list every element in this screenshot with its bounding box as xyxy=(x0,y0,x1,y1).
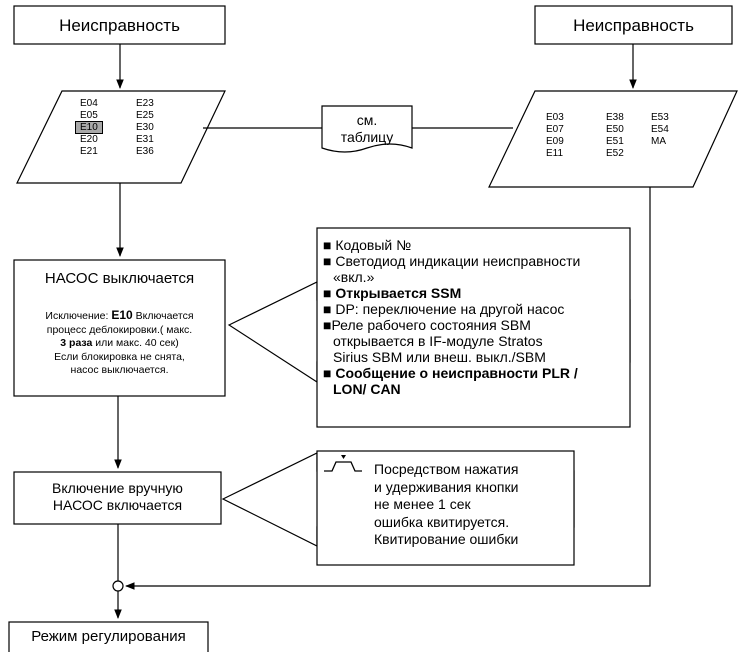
ack-text: Посредством нажатия и удерживания кнопки… xyxy=(374,461,519,547)
list-item: открывается в IF-модуле Stratos xyxy=(333,333,543,349)
codes-parallelogram-left xyxy=(16,90,226,184)
see-table-label: см. таблицу xyxy=(340,112,394,145)
pump-off-title: НАСОС выключается xyxy=(44,270,195,287)
code: MA xyxy=(651,136,666,147)
code: E04 xyxy=(80,98,98,109)
list-item: «вкл.» xyxy=(333,269,375,285)
junction-circle xyxy=(112,580,124,592)
code: E53 xyxy=(651,112,669,123)
code: E23 xyxy=(136,98,154,109)
list-item: ■ Кодовый № xyxy=(323,237,412,253)
control-mode-label: Режим регулирования xyxy=(31,628,186,645)
return-line-right xyxy=(125,187,651,590)
actions-list: ■ Кодовый № ■ Светодиод индикации неиспр… xyxy=(323,237,580,397)
left-codes: E04 E05 E10 E20 E21 E23 E25 E30 E31 E36 xyxy=(75,98,200,168)
right-codes: E03 E07 E09 E11 E38 E50 E51 E52 E53 E54 … xyxy=(546,112,706,172)
code: E20 xyxy=(80,134,98,145)
list-item: ■ Сообщение о неисправности PLR / xyxy=(323,365,578,381)
list-item: LON/ CAN xyxy=(333,381,401,397)
code: E05 xyxy=(80,110,98,121)
list-item: ■ DP: переключение на другой насос xyxy=(323,301,565,317)
manual-on-box xyxy=(13,471,222,525)
code: E51 xyxy=(606,136,624,147)
control-mode-box xyxy=(8,621,209,652)
fault-right-label: Неисправность xyxy=(573,16,694,35)
pump-off-exception: Исключение: E10 Включается процесс дебло… xyxy=(45,308,194,376)
ack-box xyxy=(316,450,575,566)
pump-off-box xyxy=(13,259,226,397)
code: E52 xyxy=(606,148,624,159)
push-button-icon xyxy=(324,455,362,472)
code: E54 xyxy=(651,124,669,135)
code: E03 xyxy=(546,112,564,123)
see-table-document xyxy=(321,105,413,153)
list-item: ■ Светодиод индикации неисправности xyxy=(323,253,581,269)
fault-box-right xyxy=(534,5,733,45)
code: E31 xyxy=(136,134,154,145)
codes-parallelogram-right xyxy=(488,90,738,188)
code: E25 xyxy=(136,110,154,121)
code: E21 xyxy=(80,146,98,157)
code: E50 xyxy=(606,124,624,135)
fault-box-left xyxy=(13,5,226,45)
actions-box xyxy=(316,227,631,428)
code: E07 xyxy=(546,124,564,135)
manual-on-label: Включение вручную НАСОС включается xyxy=(52,480,183,513)
code-highlighted: E10 xyxy=(75,121,103,134)
list-item: ■ Открывается SSM xyxy=(323,285,462,301)
code: E36 xyxy=(136,146,154,157)
code: E11 xyxy=(546,148,564,159)
code: E30 xyxy=(136,122,154,133)
code: E38 xyxy=(606,112,624,123)
list-item: Sirius SBM или внеш. выкл./SBM xyxy=(333,349,546,365)
list-item: ■Реле рабочего состояния SBM xyxy=(323,317,531,333)
fault-left-label: Неисправность xyxy=(59,16,180,35)
code: E09 xyxy=(546,136,564,147)
